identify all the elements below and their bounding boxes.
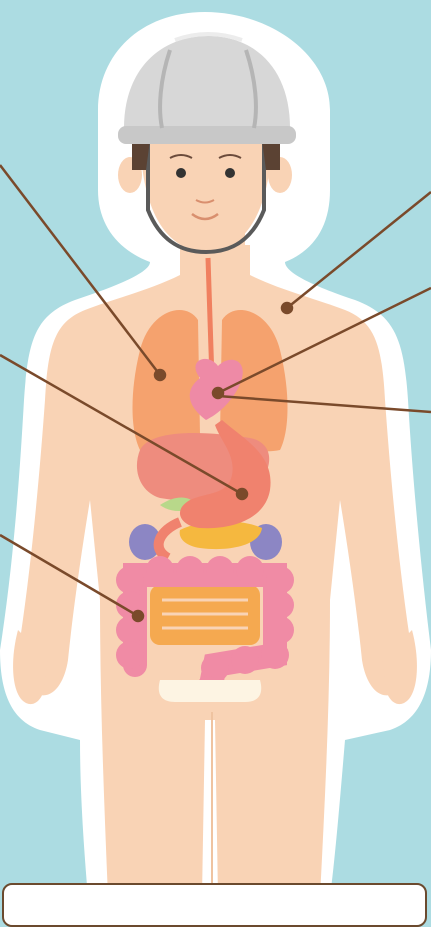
info-card — [2, 883, 427, 927]
bladder — [159, 680, 261, 702]
right-eye — [225, 168, 235, 178]
small-intestine — [150, 585, 260, 645]
body-illustration — [0, 0, 431, 897]
left-eye — [176, 168, 186, 178]
